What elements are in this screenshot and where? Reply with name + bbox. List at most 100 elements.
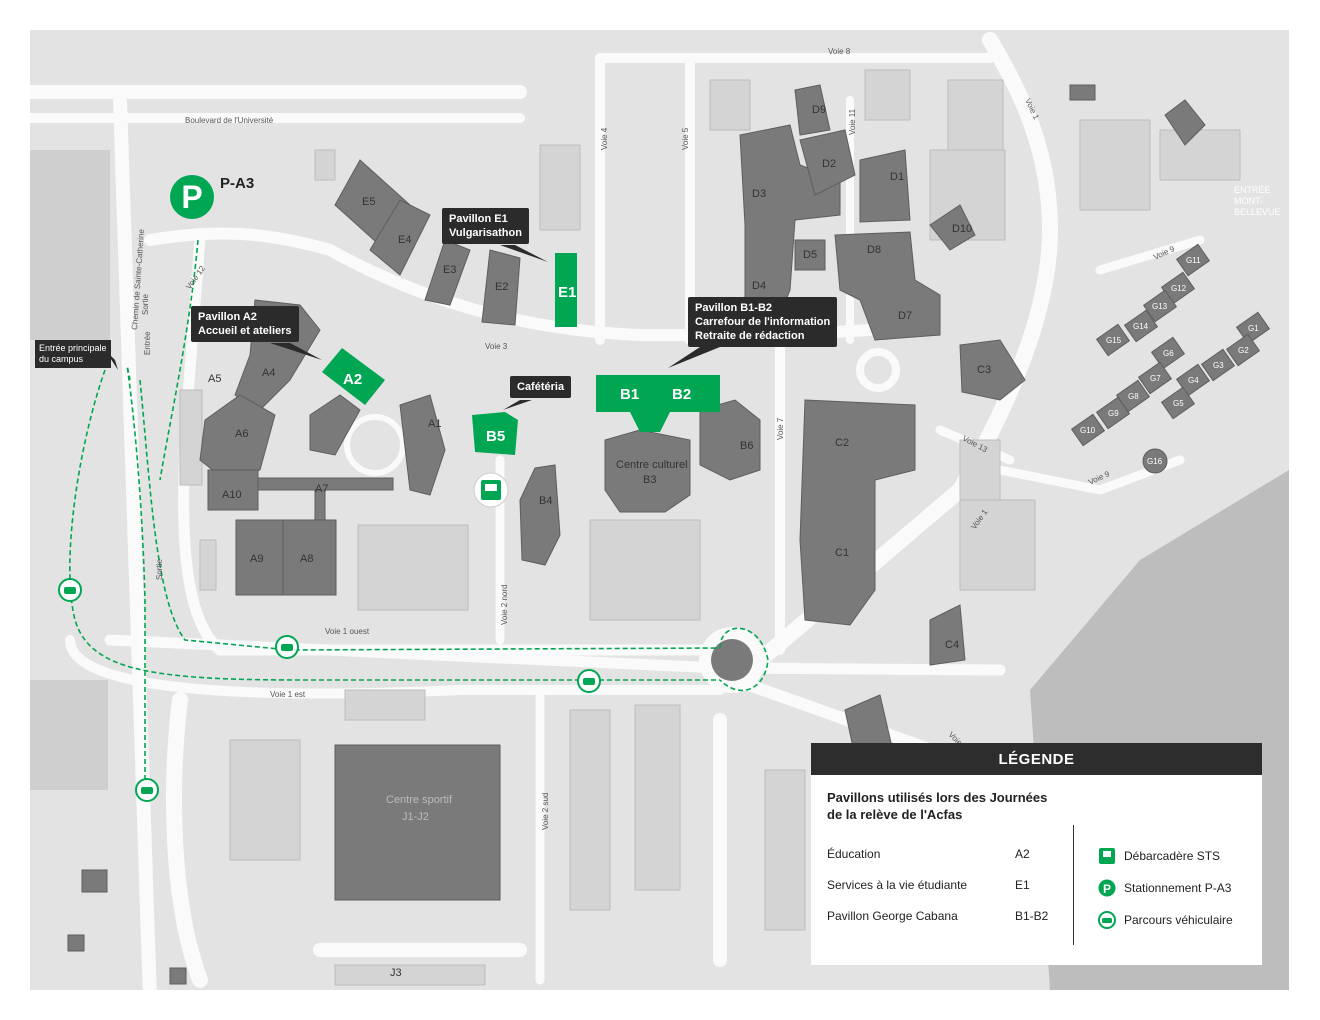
svg-text:B4: B4 xyxy=(539,495,552,507)
svg-text:P: P xyxy=(1103,882,1111,896)
legend-symbol-label: Débarcadère STS xyxy=(1124,849,1221,863)
bld-D9 xyxy=(794,84,831,136)
legend-panel: LÉGENDE Pavillons utilisés lors des Jour… xyxy=(811,743,1262,965)
legend-row-code: B1-B2 xyxy=(1015,909,1049,923)
callout-cafeteria: Cafétéria xyxy=(510,376,572,398)
svg-text:G14: G14 xyxy=(1133,322,1149,331)
bld-D5 xyxy=(794,239,826,271)
svg-text:Voie 1 est: Voie 1 est xyxy=(270,690,306,699)
svg-text:A9: A9 xyxy=(250,553,263,565)
minor-structures xyxy=(179,69,1241,986)
legend-symbol-bus: Débarcadère STS xyxy=(1098,847,1220,865)
svg-text:Voie 3: Voie 3 xyxy=(485,342,508,351)
svg-text:G2: G2 xyxy=(1238,346,1249,355)
svg-text:G10: G10 xyxy=(1080,426,1096,435)
svg-text:Voie 2 nord: Voie 2 nord xyxy=(500,585,509,625)
bld-B6 xyxy=(699,399,761,481)
label-B2: B2 xyxy=(672,386,691,403)
svg-text:G16: G16 xyxy=(1147,457,1163,466)
legend-row-label: Services à la vie étudiante xyxy=(827,878,968,892)
bld-A9 xyxy=(235,519,284,596)
svg-text:A1: A1 xyxy=(428,418,441,430)
svg-text:E3: E3 xyxy=(443,264,456,276)
label-B5: B5 xyxy=(486,428,505,445)
svg-text:D8: D8 xyxy=(867,244,881,256)
svg-text:Voie 7: Voie 7 xyxy=(776,417,785,440)
svg-text:A4: A4 xyxy=(262,367,275,379)
bld-D2 xyxy=(799,129,856,196)
legend-row-code: E1 xyxy=(1015,878,1030,892)
bld-C1-C2 xyxy=(799,399,916,626)
svg-text:J3: J3 xyxy=(390,967,402,979)
svg-text:A7: A7 xyxy=(315,483,328,495)
field-sw xyxy=(30,680,108,790)
svg-text:D9: D9 xyxy=(812,104,826,116)
label-E1: E1 xyxy=(558,284,576,301)
bld-A8 xyxy=(282,519,337,596)
svg-text:G15: G15 xyxy=(1106,336,1122,345)
svg-text:A8: A8 xyxy=(300,553,313,565)
svg-text:D7: D7 xyxy=(898,310,912,322)
svg-text:Voie 2 sud: Voie 2 sud xyxy=(541,793,550,830)
car-route-icon xyxy=(1098,911,1116,929)
svg-text:Voie 8: Voie 8 xyxy=(828,47,851,56)
svg-text:J1-J2: J1-J2 xyxy=(402,811,429,823)
legend-divider xyxy=(1073,825,1074,945)
bus-stop-icon xyxy=(473,472,509,508)
legend-symbol-route: Parcours véhiculaire xyxy=(1098,911,1233,929)
bld-small-ne2 xyxy=(1164,99,1206,146)
bld-B5 xyxy=(472,412,518,455)
svg-text:A6: A6 xyxy=(235,428,248,440)
field-west xyxy=(30,150,110,340)
svg-text:G6: G6 xyxy=(1163,349,1174,358)
svg-text:C1: C1 xyxy=(835,547,849,559)
legend-row-code: A2 xyxy=(1015,847,1030,861)
svg-text:D2: D2 xyxy=(822,158,836,170)
bld-A1 xyxy=(399,394,446,496)
bld-C4 xyxy=(929,604,966,666)
svg-text:D4: D4 xyxy=(752,280,766,292)
parking-icon[interactable]: P xyxy=(170,175,214,219)
bld-B3 xyxy=(604,429,691,513)
vehicle-route xyxy=(69,239,769,780)
svg-text:A10: A10 xyxy=(222,489,242,501)
residences-G xyxy=(1070,243,1271,474)
svg-text:D10: D10 xyxy=(952,223,972,235)
bld-B4 xyxy=(519,464,561,566)
legend-subtitle: Pavillons utilisés lors des Journées de … xyxy=(827,790,1048,822)
entrance-mont-bellevue: ENTRÉE MONT- BELLEVUE xyxy=(1234,185,1281,217)
legend-title: LÉGENDE xyxy=(811,743,1262,775)
bld-C3 xyxy=(959,339,1026,401)
svg-text:G4: G4 xyxy=(1188,376,1199,385)
svg-text:D1: D1 xyxy=(890,171,904,183)
residence-labels: G11 G12 G13 G14 G15 G1 G2 G3 G4 G6 G7 G5… xyxy=(1080,256,1259,466)
svg-text:Entrée: Entrée xyxy=(143,331,152,355)
parking-icon: P xyxy=(1098,879,1116,897)
building-labels: E5 E4 E3 E2 A3 A4 A5 A6 A7 A10 A9 A8 A1 … xyxy=(208,104,991,979)
car-icons xyxy=(58,578,601,802)
svg-text:Voie 11: Voie 11 xyxy=(848,108,857,135)
bld-E4 xyxy=(369,199,431,276)
legend-symbol-label: Stationnement P-A3 xyxy=(1124,881,1232,895)
bld-A-mid xyxy=(309,394,361,456)
svg-text:C3: C3 xyxy=(977,364,991,376)
svg-text:E2: E2 xyxy=(495,281,508,293)
campus-map: Boulevard de l'Université Voie 8 Voie 3 … xyxy=(30,30,1289,990)
label-A2: A2 xyxy=(343,371,362,388)
bld-A2 xyxy=(322,348,385,405)
parking-label: P-A3 xyxy=(220,175,255,192)
svg-text:G1: G1 xyxy=(1248,324,1259,333)
bld-D1 xyxy=(859,149,911,223)
svg-text:Centre sportif: Centre sportif xyxy=(386,794,453,806)
svg-text:G7: G7 xyxy=(1150,374,1161,383)
bld-A6 xyxy=(199,394,276,481)
svg-text:G3: G3 xyxy=(1213,361,1224,370)
highlighted-buildings xyxy=(322,253,720,455)
bld-D7-D8 xyxy=(834,231,941,341)
svg-text:Sortie: Sortie xyxy=(155,559,164,580)
label-B1: B1 xyxy=(620,386,639,403)
svg-text:Centre culturel: Centre culturel xyxy=(616,459,688,471)
svg-text:G13: G13 xyxy=(1152,302,1168,311)
svg-text:D3: D3 xyxy=(752,188,766,200)
svg-text:A5: A5 xyxy=(208,373,221,385)
